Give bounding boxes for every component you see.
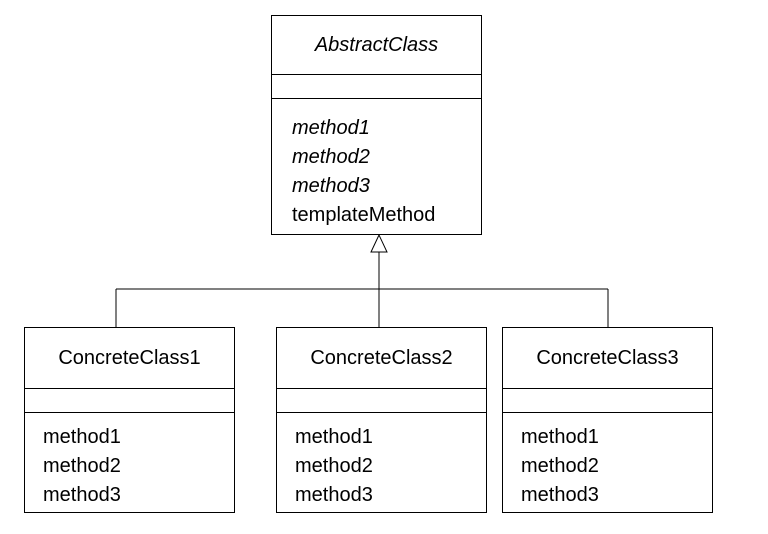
concrete-class-2-name: ConcreteClass2 xyxy=(277,328,486,389)
concrete-class-3-operation: method1 xyxy=(521,426,599,448)
abstract-class-attributes xyxy=(272,75,481,99)
concrete-class-3-name: ConcreteClass3 xyxy=(503,328,712,389)
concrete-class-2-box: ConcreteClass2 method1 method2 method3 xyxy=(276,327,487,513)
concrete-class-1-name: ConcreteClass1 xyxy=(25,328,234,389)
abstract-class-box: AbstractClass method1 method2 method3 te… xyxy=(271,15,482,235)
concrete-class-1-operation: method1 xyxy=(43,426,121,448)
abstract-operation-method3: method3 xyxy=(292,175,370,197)
concrete-class-3-operation: method3 xyxy=(521,484,599,506)
concrete-class-3-operation: method2 xyxy=(521,455,599,477)
abstract-operation-method1: method1 xyxy=(292,117,370,139)
abstract-operation-method2: method2 xyxy=(292,146,370,168)
abstract-class-operations: method1 method2 method3 templateMethod xyxy=(272,99,481,230)
concrete-class-3-box: ConcreteClass3 method1 method2 method3 xyxy=(502,327,713,513)
concrete-class-1-operation: method2 xyxy=(43,455,121,477)
concrete-class-1-box: ConcreteClass1 method1 method2 method3 xyxy=(24,327,235,513)
generalization-arrowhead-icon xyxy=(370,233,388,253)
concrete-class-2-operation: method1 xyxy=(295,426,373,448)
concrete-class-1-operation: method3 xyxy=(43,484,121,506)
concrete-class-2-operation: method2 xyxy=(295,455,373,477)
concrete-class-3-attributes xyxy=(503,389,712,413)
concrete-class-2-operation: method3 xyxy=(295,484,373,506)
concrete-class-3-operations: method1 method2 method3 xyxy=(503,413,712,510)
abstract-operation-template-method: templateMethod xyxy=(292,204,436,226)
abstract-class-name: AbstractClass xyxy=(272,16,481,75)
concrete-class-2-operations: method1 method2 method3 xyxy=(277,413,486,510)
concrete-class-1-attributes xyxy=(25,389,234,413)
concrete-class-1-operations: method1 method2 method3 xyxy=(25,413,234,510)
concrete-class-2-attributes xyxy=(277,389,486,413)
